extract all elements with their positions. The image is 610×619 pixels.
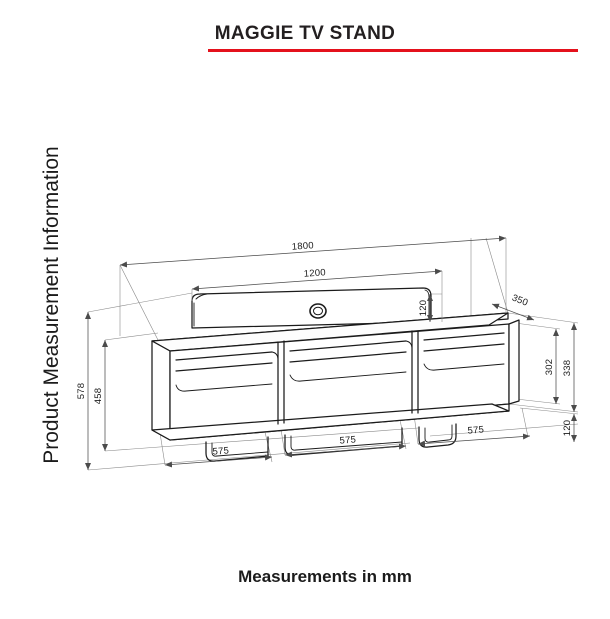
dimension-label-1800: 1800 bbox=[291, 240, 314, 253]
dimension-overall-height: 578 bbox=[76, 312, 91, 470]
dimension-label-578: 578 bbox=[76, 383, 87, 399]
dimension-label-302: 302 bbox=[544, 359, 555, 375]
dimension-base-gap: 120 bbox=[562, 414, 577, 442]
cabinet-left-end-panel bbox=[151, 340, 171, 441]
drawer-front-center bbox=[289, 340, 407, 382]
dimension-front-height: 458 bbox=[93, 340, 108, 451]
dimension-drawer-width-left: 575 bbox=[164, 445, 273, 468]
bottom-caption-label: Measurements in mm bbox=[238, 567, 412, 586]
dimension-back-panel-height: 120 bbox=[418, 294, 433, 322]
dimension-back-panel-width: 1200 bbox=[191, 267, 443, 292]
dimension-label-338: 338 bbox=[562, 360, 573, 376]
dimension-label-120-base: 120 bbox=[562, 420, 573, 436]
cable-hole-icon bbox=[309, 303, 327, 319]
dimension-drawer-width-right: 575 bbox=[417, 424, 531, 447]
dimension-label-458: 458 bbox=[93, 388, 104, 404]
title-underline-rule bbox=[208, 49, 578, 52]
cabinet-body bbox=[151, 287, 520, 462]
dimension-drawer-width-center: 575 bbox=[284, 434, 407, 458]
drawer-center-return bbox=[405, 340, 413, 378]
cabinet-right-end-panel bbox=[508, 319, 520, 405]
title-block: MAGGIE TV STAND bbox=[0, 23, 610, 52]
dimension-drawer-height: 302 bbox=[544, 329, 559, 404]
drawer-left-return bbox=[271, 351, 279, 389]
drawer-front-right bbox=[423, 332, 505, 371]
dimension-label-1200: 1200 bbox=[303, 267, 326, 280]
dimension-label-575-left: 575 bbox=[212, 445, 229, 457]
page-title: MAGGIE TV STAND bbox=[214, 23, 396, 44]
back-panel-corner-fillet bbox=[195, 293, 208, 300]
dimension-overall-width: 1800 bbox=[119, 235, 507, 268]
drawer-front-left bbox=[175, 351, 273, 392]
dimension-label-120-panel: 120 bbox=[418, 300, 429, 316]
dimension-label-575-right: 575 bbox=[467, 424, 484, 436]
dimension-risers bbox=[119, 238, 507, 336]
cabinet-bottom-underface bbox=[151, 403, 510, 441]
dimension-label-575-center: 575 bbox=[339, 434, 356, 446]
dimension-label-350: 350 bbox=[510, 293, 529, 309]
dimension-carcass-height: 338 bbox=[562, 323, 577, 412]
